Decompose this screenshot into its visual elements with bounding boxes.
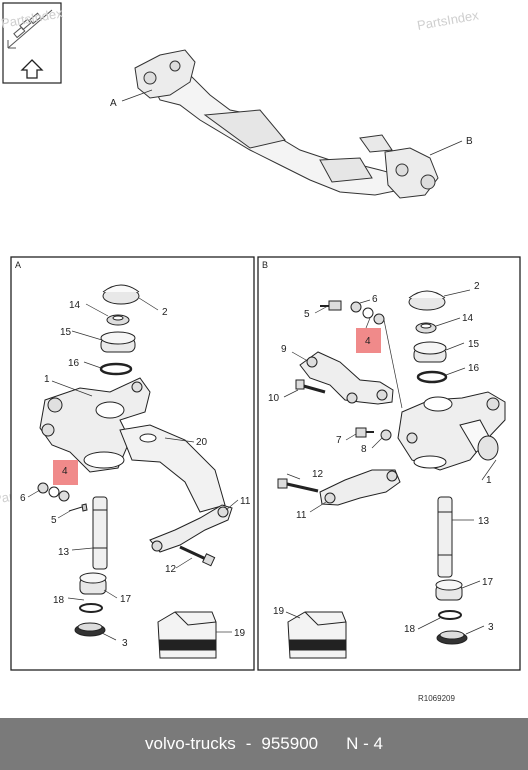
panel-b-leader-lines [283, 289, 497, 635]
panel-b-letter: B [262, 260, 268, 270]
panel-b-callout-19: 19 [273, 606, 285, 617]
panel-a-callout-18: 18 [53, 595, 65, 606]
front-axle-overview [134, 49, 439, 199]
orientation-icon[interactable] [2, 2, 62, 84]
panel-b-callout-6: 6 [372, 294, 378, 305]
panel-b-callout-11: 11 [296, 510, 307, 521]
panel-b-callout-18: 18 [404, 624, 416, 635]
panel-b-callout-1: 1 [486, 475, 492, 486]
panel-a-callout-11: 11 [240, 496, 251, 507]
panel-b-callout-10: 10 [268, 393, 280, 404]
panel-b-callout-14: 14 [462, 313, 474, 324]
reference-code: R1069209 [418, 694, 455, 703]
footer-part-number: 955900 [261, 734, 319, 753]
overview-label-a: A [110, 98, 117, 109]
panel-b-callout-7: 7 [336, 435, 342, 446]
panel-a-callout-17: 17 [120, 594, 132, 605]
panel-b-callout-8: 8 [361, 444, 367, 455]
panel-a-frame [10, 256, 255, 671]
overview-label-b: B [466, 136, 473, 147]
panel-a-callout-19: 19 [234, 628, 246, 639]
footer-bar: volvo-trucks - 955900 N - 4 [0, 718, 528, 770]
panel-a-callout-13: 13 [58, 547, 70, 558]
panel-b-callout-16: 16 [468, 363, 480, 374]
panel-a-callout-3: 3 [122, 638, 128, 649]
panel-a-callout-4: 4 [62, 466, 68, 477]
panel-a-callout-20: 20 [196, 437, 208, 448]
panel-b-parts [277, 290, 506, 659]
panel-a-callout-12: 12 [165, 564, 177, 575]
panel-a-letter: A [15, 260, 21, 270]
panel-b-highlight [356, 328, 381, 353]
panel-a-callout-5: 5 [51, 515, 57, 526]
panel-a-callouts: 1 2 3 4 5 6 11 12 13 14 15 16 17 18 19 2… [20, 300, 251, 649]
panel-b-callout-17: 17 [482, 577, 494, 588]
panel-a-callout-15: 15 [60, 327, 72, 338]
panel-b-frame [257, 256, 521, 671]
panel-b-callouts: 1 2 3 4 5 6 7 8 9 10 11 12 13 14 15 16 1… [268, 281, 494, 635]
panel-a-parts [37, 284, 233, 659]
panel-b-callout-2: 2 [474, 281, 480, 292]
panel-a-highlight [53, 460, 78, 485]
panel-a-leader-lines [27, 297, 239, 641]
panel-a-callout-6: 6 [20, 493, 26, 504]
panel-a-callout-16: 16 [68, 358, 80, 369]
panel-b-callout-4: 4 [365, 336, 371, 347]
panel-a-callout-1: 1 [44, 374, 50, 385]
footer-brand: volvo-trucks [145, 734, 236, 753]
footer-sheet: N - 4 [346, 734, 383, 753]
exploded-diagram: PartsIndex PartsIndex PartsIndex PartsIn… [0, 2, 521, 703]
panel-b-callout-5: 5 [304, 309, 310, 320]
panel-b-callout-3: 3 [488, 622, 494, 633]
panel-b-callout-13: 13 [478, 516, 490, 527]
panel-a-callout-14: 14 [69, 300, 81, 311]
watermark-top-right: PartsIndex [416, 7, 480, 33]
up-arrow-icon [20, 59, 44, 79]
panel-b-callout-9: 9 [281, 344, 287, 355]
footer-separator: - [245, 734, 252, 753]
panel-b-callout-12: 12 [312, 469, 324, 480]
panel-a-callout-2: 2 [162, 307, 168, 318]
panel-b-callout-15: 15 [468, 339, 480, 350]
